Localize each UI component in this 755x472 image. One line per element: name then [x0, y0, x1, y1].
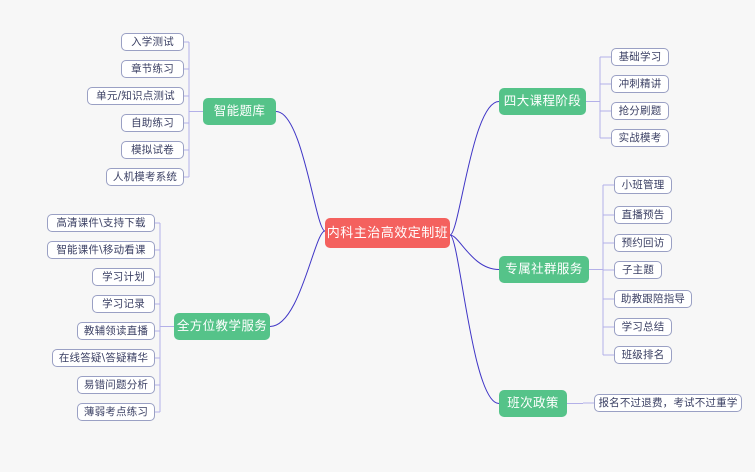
- leaf-node[interactable]: 自助练习: [121, 114, 184, 132]
- leaf-node[interactable]: 助教跟陪指导: [614, 290, 692, 308]
- branch-node-zhuanshu-shequn[interactable]: 专属社群服务: [499, 256, 589, 283]
- leaf-node[interactable]: 高清课件\支持下载: [47, 214, 155, 232]
- leaf-node[interactable]: 单元/知识点测试: [87, 87, 184, 105]
- leaf-node[interactable]: 智能课件\移动看课: [47, 241, 155, 259]
- main-link-banci-zhengce: [449, 234, 500, 404]
- leaf-node[interactable]: 学习记录: [92, 295, 155, 313]
- leaf-node[interactable]: 入学测试: [121, 33, 184, 51]
- leaf-node[interactable]: 学习计划: [92, 268, 155, 286]
- leaf-node[interactable]: 人机模考系统: [106, 168, 184, 186]
- leaf-node[interactable]: 模拟试卷: [121, 141, 184, 159]
- leaf-node[interactable]: 学习总结: [614, 318, 672, 336]
- main-link-zhineng-tiku: [275, 111, 326, 232]
- leaf-node[interactable]: 实战模考: [611, 129, 669, 147]
- main-link-zhuanshu-shequn: [449, 234, 500, 270]
- leaf-node[interactable]: 基础学习: [611, 48, 669, 66]
- leaf-node[interactable]: 报名不过退费，考试不过重学: [594, 394, 742, 412]
- branch-node-quanfangwei-jiaoxue[interactable]: 全方位教学服务: [174, 313, 270, 340]
- leaf-node[interactable]: 小班管理: [614, 176, 672, 194]
- leaf-node[interactable]: 薄弱考点练习: [77, 403, 155, 421]
- branch-node-banci-zhengce[interactable]: 班次政策: [499, 390, 567, 417]
- leaf-node[interactable]: 冲刺精讲: [611, 75, 669, 93]
- root-node[interactable]: 内科主治高效定制班: [325, 218, 450, 248]
- leaf-node[interactable]: 抢分刷题: [611, 102, 669, 120]
- branch-node-zhineng-tiku[interactable]: 智能题库: [203, 98, 276, 125]
- branch-node-sida-kecheng-jieduan[interactable]: 四大课程阶段: [499, 88, 586, 115]
- leaf-node[interactable]: 班级排名: [614, 346, 672, 364]
- leaf-node[interactable]: 预约回访: [614, 234, 672, 252]
- leaf-node[interactable]: 章节练习: [121, 60, 184, 78]
- leaf-node[interactable]: 教辅领读直播: [77, 322, 155, 340]
- leaf-node[interactable]: 子主题: [614, 261, 662, 279]
- leaf-node[interactable]: 在线答疑\答疑精华: [52, 349, 155, 367]
- main-link-sida-kecheng-jieduan: [449, 101, 500, 236]
- leaf-node[interactable]: 直播预告: [614, 206, 672, 224]
- leaf-node[interactable]: 易错问题分析: [77, 376, 155, 394]
- main-link-quanfangwei-jiaoxue: [269, 230, 326, 327]
